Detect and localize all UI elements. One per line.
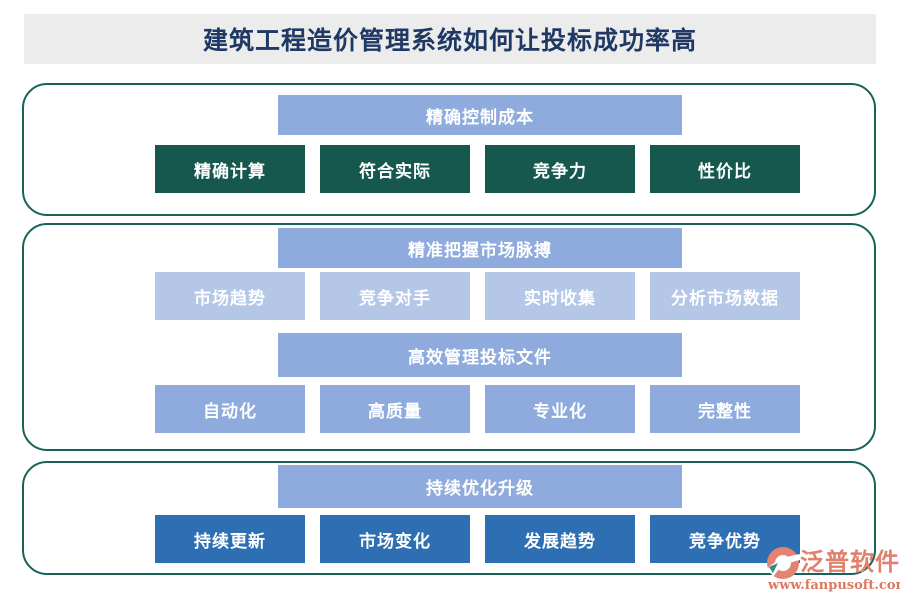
node-competitiveness: 竞争力 <box>485 145 635 193</box>
header-bid-document-management: 高效管理投标文件 <box>278 333 682 377</box>
node-market-data-analysis: 分析市场数据 <box>650 272 800 320</box>
node-continuous-update: 持续更新 <box>155 515 305 563</box>
header-market-pulse: 精准把握市场脉搏 <box>278 228 682 268</box>
node-accurate-calculation: 精确计算 <box>155 145 305 193</box>
node-high-quality: 高质量 <box>320 385 470 433</box>
node-automation: 自动化 <box>155 385 305 433</box>
header-cost-control: 精确控制成本 <box>278 95 682 135</box>
fanpu-logo-text: 泛普软件 <box>800 547 900 576</box>
section-cost-control-border <box>22 83 876 216</box>
page-title: 建筑工程造价管理系统如何让投标成功率高 <box>24 14 876 64</box>
fanpu-logo-icon <box>766 547 800 579</box>
node-development-trend: 发展趋势 <box>485 515 635 563</box>
node-competitors: 竞争对手 <box>320 272 470 320</box>
node-competitive-advantage: 竞争优势 <box>650 515 800 563</box>
node-market-change: 市场变化 <box>320 515 470 563</box>
fanpu-logo-url: www.fanpusoft.com <box>768 578 900 593</box>
node-market-trend: 市场趋势 <box>155 272 305 320</box>
node-realtime-collection: 实时收集 <box>485 272 635 320</box>
header-continuous-optimization: 持续优化升级 <box>278 465 682 508</box>
node-cost-performance: 性价比 <box>650 145 800 193</box>
node-completeness: 完整性 <box>650 385 800 433</box>
node-professionalism: 专业化 <box>485 385 635 433</box>
section-optimization-border <box>22 461 876 575</box>
section-market-and-docs-border <box>22 223 876 451</box>
fanpu-watermark: 泛普软件 www.fanpusoft.com <box>764 536 900 596</box>
node-fit-reality: 符合实际 <box>320 145 470 193</box>
